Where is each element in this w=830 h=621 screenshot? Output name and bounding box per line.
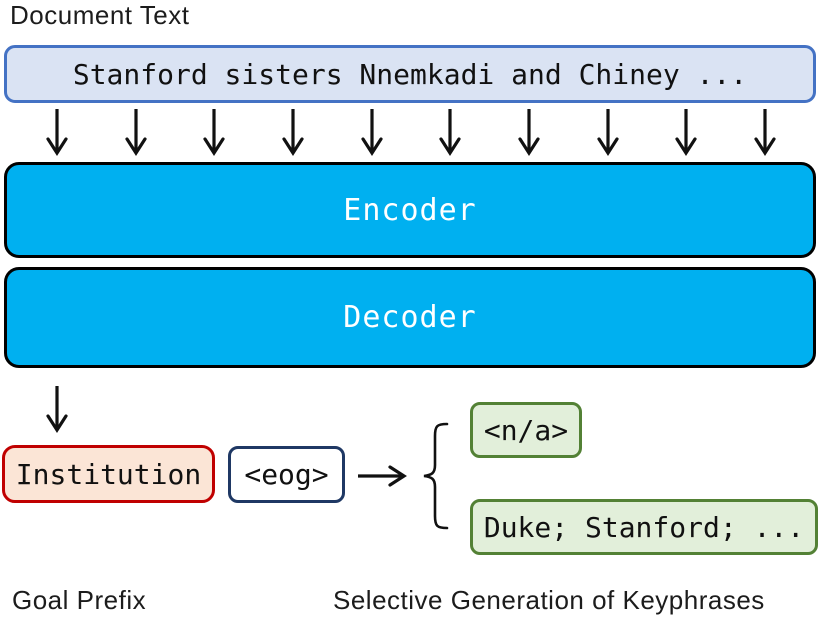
goal-prefix-box: Institution (2, 445, 215, 503)
generation-right-arrow-icon (356, 463, 410, 489)
na-output-value: <n/a> (483, 413, 569, 447)
input-down-arrow-icon (438, 107, 462, 157)
goal-prefix-caption: Goal Prefix (12, 585, 147, 615)
keyphrases-output-value: Duke; Stanford; ... (483, 510, 805, 544)
decoder-box: Decoder (4, 267, 816, 368)
input-down-arrow-icon (517, 107, 541, 157)
goal-prefix-value: Institution (15, 457, 202, 491)
decoder-output-down-arrow-icon (45, 384, 69, 434)
document-text-value: Stanford sisters Nnemkadi and Chiney ... (72, 57, 748, 91)
decoder-label: Decoder (343, 300, 477, 335)
input-down-arrow-icon (45, 107, 69, 157)
encoder-box: Encoder (4, 162, 816, 258)
input-down-arrow-icon (281, 107, 305, 157)
document-text-box: Stanford sisters Nnemkadi and Chiney ... (4, 45, 816, 103)
input-down-arrow-icon (596, 107, 620, 157)
input-down-arrow-icon (202, 107, 226, 157)
input-down-arrow-icon (753, 107, 777, 157)
document-text-label: Document Text (10, 0, 190, 30)
encoder-label: Encoder (343, 192, 477, 228)
eog-token-value: <eog> (244, 458, 329, 491)
selective-generation-caption: Selective Generation of Keyphrases (333, 585, 765, 615)
eog-token-box: <eog> (228, 446, 345, 503)
na-output-box: <n/a> (470, 402, 582, 458)
input-down-arrow-icon (360, 107, 384, 157)
selection-brace-icon (421, 421, 449, 531)
input-down-arrow-icon (674, 107, 698, 157)
input-down-arrow-icon (124, 107, 148, 157)
keyphrases-output-box: Duke; Stanford; ... (470, 499, 818, 555)
